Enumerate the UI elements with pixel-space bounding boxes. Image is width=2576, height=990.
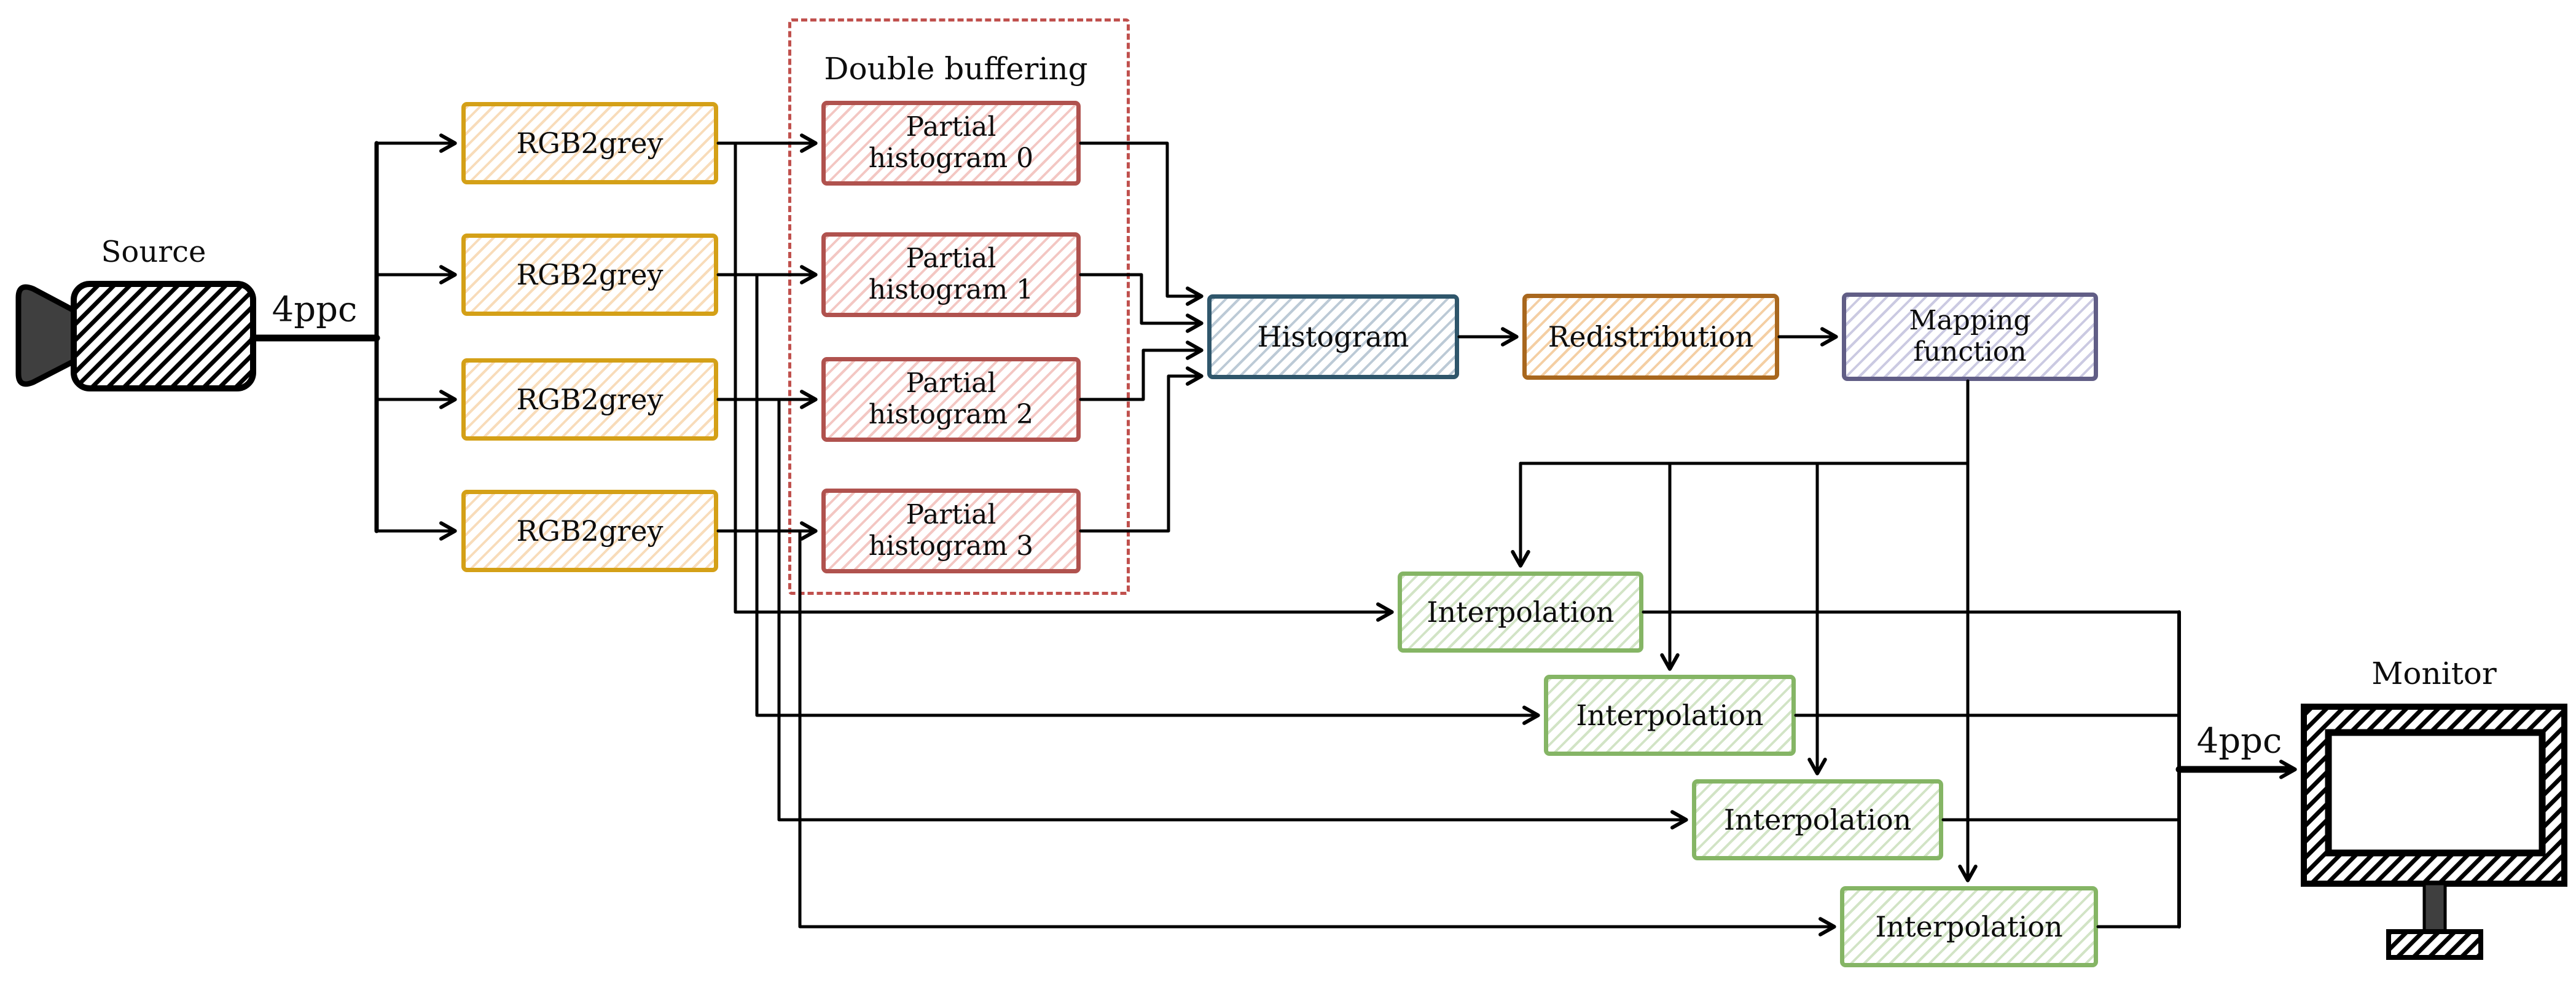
node-partial-histogram-1-line1: Partial bbox=[906, 243, 996, 275]
node-rgb2grey-0: RGB2grey bbox=[461, 102, 718, 184]
node-mapping-function-line1: Mapping bbox=[1909, 305, 2031, 337]
node-partial-histogram-3-line2: histogram 3 bbox=[868, 530, 1034, 562]
node-rgb2grey-2: RGB2grey bbox=[461, 358, 718, 441]
node-rgb2grey-1: RGB2grey bbox=[461, 234, 718, 316]
node-partial-histogram-1: Partial histogram 1 bbox=[821, 232, 1081, 317]
double-buffering-label: Double buffering bbox=[824, 51, 1088, 87]
node-partial-histogram-2: Partial histogram 2 bbox=[821, 357, 1081, 442]
source-rate-label: 4ppc bbox=[272, 289, 358, 330]
node-interpolation-0-label: Interpolation bbox=[1427, 595, 1615, 629]
node-interpolation-3-label: Interpolation bbox=[1875, 909, 2063, 943]
node-histogram: Histogram bbox=[1207, 294, 1459, 379]
source-label: Source bbox=[101, 235, 206, 269]
node-interpolation-0: Interpolation bbox=[1398, 572, 1643, 653]
monitor-screen bbox=[2325, 729, 2546, 857]
monitor-rate-label: 4ppc bbox=[2196, 721, 2282, 761]
node-interpolation-1: Interpolation bbox=[1544, 675, 1796, 756]
node-mapping-function: Mapping function bbox=[1842, 293, 2098, 381]
monitor-frame bbox=[2301, 704, 2567, 887]
node-interpolation-1-label: Interpolation bbox=[1576, 698, 1764, 732]
node-partial-histogram-1-line2: histogram 1 bbox=[868, 274, 1034, 305]
camera-body bbox=[71, 281, 256, 391]
monitor-icon bbox=[2301, 704, 2567, 960]
node-rgb2grey-2-label: RGB2grey bbox=[516, 382, 664, 416]
camera-body-bg bbox=[74, 284, 253, 388]
node-rgb2grey-0-label: RGB2grey bbox=[516, 126, 664, 160]
node-rgb2grey-3: RGB2grey bbox=[461, 490, 718, 572]
monitor-frame-bg bbox=[2304, 707, 2564, 884]
node-redistribution: Redistribution bbox=[1522, 294, 1779, 380]
node-interpolation-3: Interpolation bbox=[1840, 886, 2098, 967]
node-partial-histogram-0-line2: histogram 0 bbox=[868, 143, 1034, 174]
node-partial-histogram-3-line1: Partial bbox=[906, 499, 996, 531]
camera-lens bbox=[15, 284, 77, 387]
monitor-base-bg bbox=[2389, 932, 2481, 957]
node-partial-histogram-2-line2: histogram 2 bbox=[868, 399, 1034, 430]
node-rgb2grey-3-label: RGB2grey bbox=[516, 514, 664, 548]
node-interpolation-2: Interpolation bbox=[1692, 779, 1943, 860]
monitor-base bbox=[2386, 929, 2483, 960]
node-histogram-label: Histogram bbox=[1257, 320, 1409, 353]
node-interpolation-2-label: Interpolation bbox=[1723, 803, 1912, 836]
node-rgb2grey-1-label: RGB2grey bbox=[516, 257, 664, 291]
node-redistribution-label: Redistribution bbox=[1548, 320, 1754, 353]
node-partial-histogram-0-line1: Partial bbox=[906, 111, 996, 143]
node-mapping-function-line2: function bbox=[1913, 336, 2027, 367]
node-partial-histogram-0: Partial histogram 0 bbox=[821, 101, 1081, 186]
monitor-stand bbox=[2422, 882, 2447, 935]
camera-icon bbox=[15, 281, 256, 391]
node-partial-histogram-3: Partial histogram 3 bbox=[821, 489, 1081, 573]
monitor-label: Monitor bbox=[2371, 656, 2497, 691]
node-partial-histogram-2-line1: Partial bbox=[906, 367, 996, 399]
